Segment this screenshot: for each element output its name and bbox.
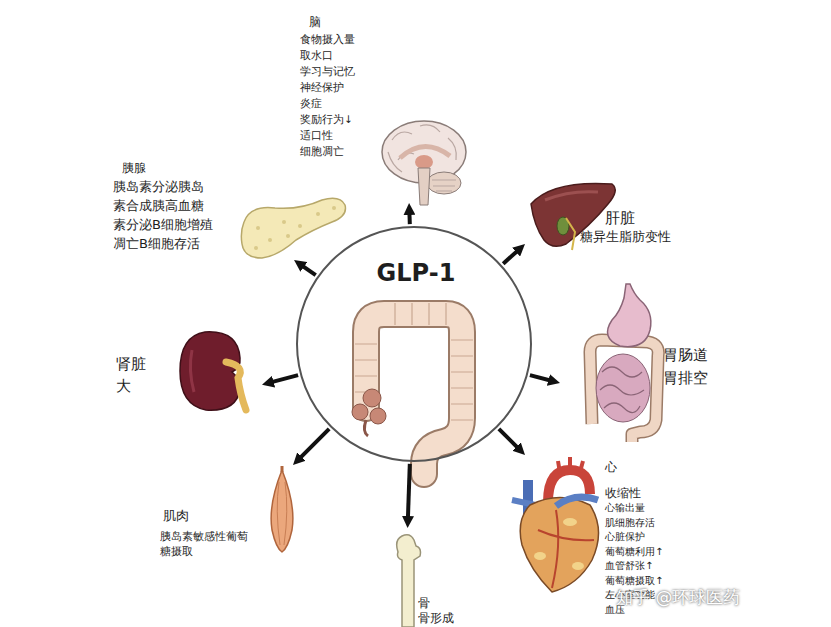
node-heading: 心 [605,459,679,475]
bone-illustration [397,535,421,627]
node-heading: 骨 [418,596,473,611]
text-stack: 脑食物摄入量取水口学习与记忆神经保护炎症奖励行为↓适口性细胞凋亡 [300,13,395,159]
effect-arrow [299,429,329,459]
node-heading: 肾脏 [116,353,176,375]
node-text: 胰岛素分泌胰岛 素合成胰高血糖 素分泌B细胞增殖 凋亡B细胞存活 [113,177,243,253]
text-stack: 肌肉胰岛素敏感性葡萄 糖摄取 [160,507,260,559]
effect-arrow [301,265,316,276]
effect-arrow [407,211,411,224]
node-text: 收缩性 [605,485,679,501]
node-text: 骨形成 [418,611,473,626]
node-text: 取水口 [300,47,395,63]
organ-target: 脑食物摄入量取水口学习与记忆神经保护炎症奖励行为↓适口性细胞凋亡 [295,5,475,203]
node-text: 神经保护 [300,79,395,95]
node-heading: 肝脏 [605,208,720,228]
text-stack: GLP-1 [298,258,534,288]
text-stack: 胰腺胰岛素分泌胰岛 素合成胰高血糖 素分泌B细胞增殖 凋亡B细胞存活 [113,159,243,253]
node-text: 学习与记忆 [300,63,395,79]
pancreas-illustration [241,198,345,258]
node-text: 大 [116,375,176,397]
organ-target: 肾脏大 [112,325,262,415]
organ-target: 肌肉胰岛素敏感性葡萄 糖摄取 [155,465,305,560]
node-text: 奖励行为↓ [300,111,395,127]
effect-arrow [499,429,519,449]
node-text: 葡萄糖摄取↑ [605,574,679,589]
node-text: 肌细胞存活 [605,516,679,531]
colon-illustration [352,303,473,474]
node-text: 胃排空 [663,367,723,390]
text-stack: 肾脏大 [116,353,176,397]
organ-target: 胰腺胰岛素分泌胰岛 素合成胰高血糖 素分泌B细胞增殖 凋亡B细胞存活 [110,155,350,260]
node-heading: 胰腺 [122,159,243,177]
effect-arrow [503,249,519,263]
node-text: 糖异生脂肪变性 [580,228,720,246]
kidney-illustration [180,332,246,410]
heart-illustration [512,457,599,592]
organ-target: 胃肠道胃排空 [560,292,725,442]
node-heading: 胃肠道 [663,344,723,367]
node-heading: 脑 [309,13,395,31]
node-text: 食物摄入量 [300,31,395,47]
node-text: 适口性 [300,127,395,143]
text-stack: 肝脏糖异生脂肪变性 [580,208,720,246]
watermark: 知乎 @环球医药 [616,586,740,609]
organ-target: 肝脏糖异生脂肪变性 [525,175,725,260]
effect-arrow [270,375,298,383]
muscle-illustration [271,466,293,552]
node-heading: 肌肉 [163,507,260,525]
node-heading: GLP-1 [298,258,534,288]
effect-arrow [408,464,410,520]
brain-illustration [382,121,466,205]
node-text: 心输出量 [605,501,679,516]
organ-target: 骨骨形成 [392,528,477,627]
node-text: 血管舒张↑ [605,559,679,574]
node-text: 葡萄糖利用↑ [605,545,679,560]
node-text: 细胞凋亡 [300,143,395,159]
hub-circle: GLP-1 [296,226,532,462]
text-stack: 骨骨形成 [418,596,473,626]
node-text: 炎症 [300,95,395,111]
text-stack: 胃肠道胃排空 [663,344,723,390]
node-text: 心脏保护 [605,530,679,545]
node-text: 胰岛素敏感性葡萄 糖摄取 [160,529,260,559]
effect-arrow [530,375,552,381]
gi-tract-illustration [590,284,658,442]
